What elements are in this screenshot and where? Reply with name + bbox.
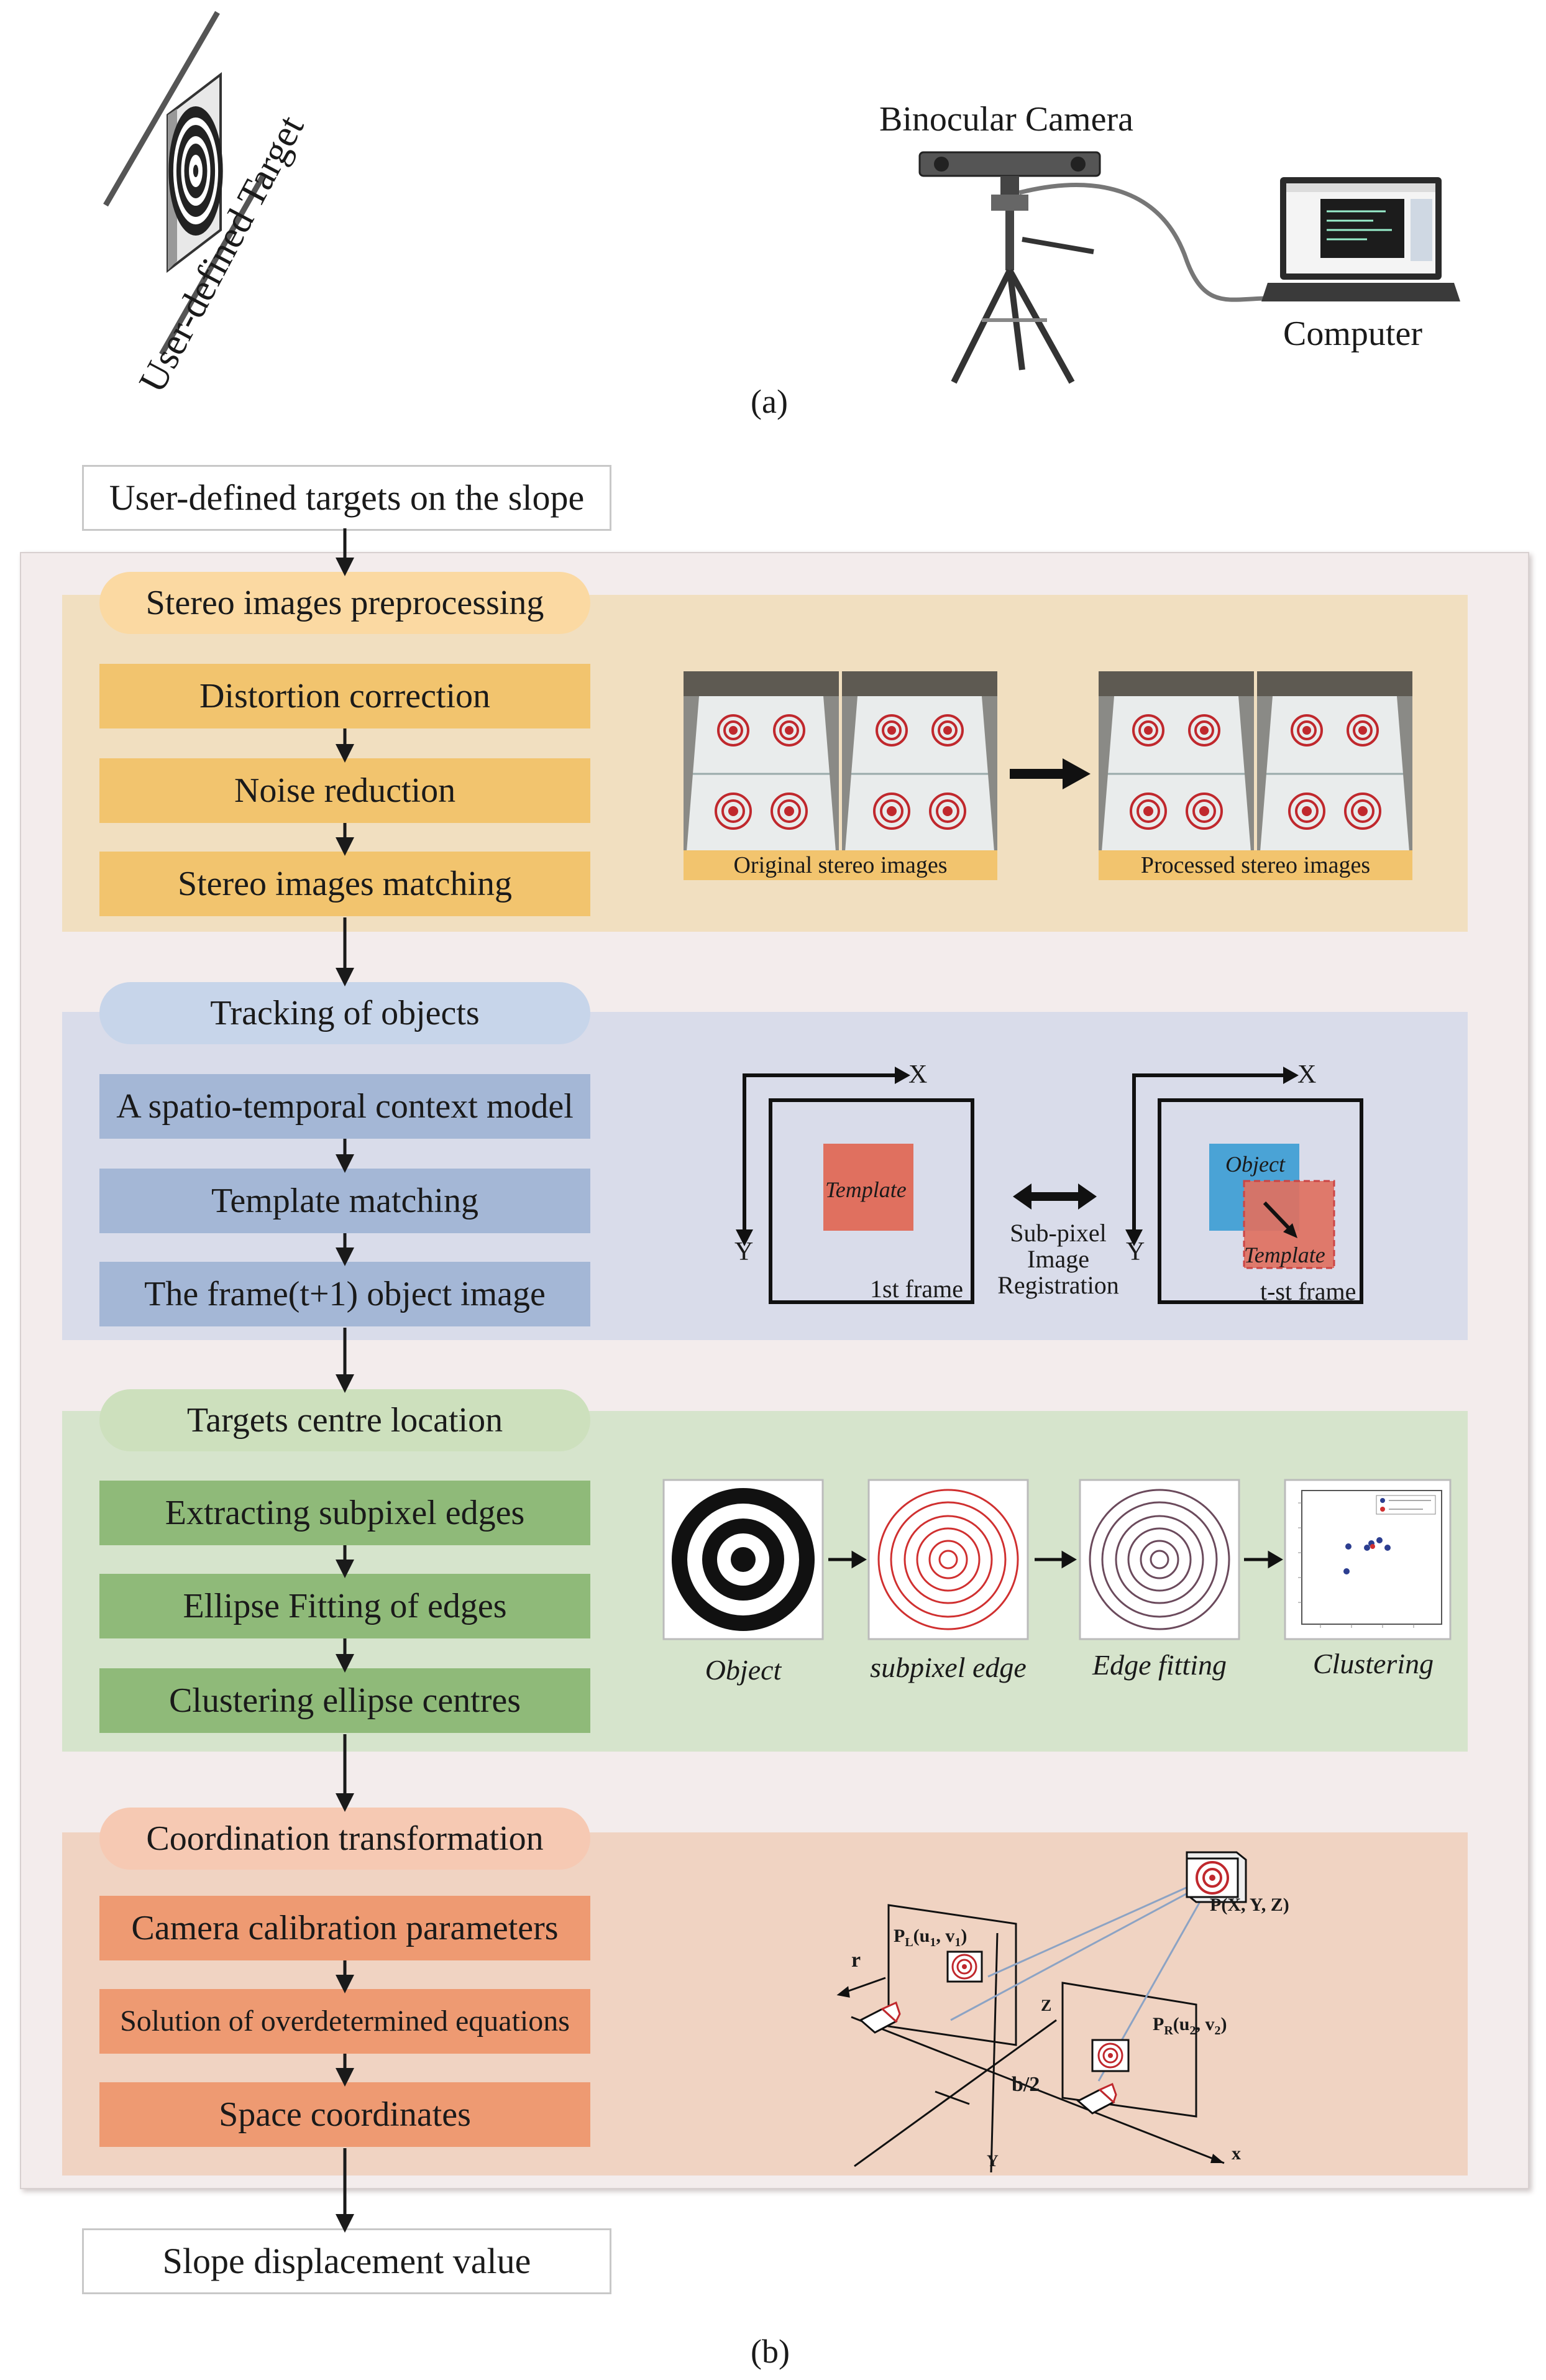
original-stereo-image-left	[684, 671, 840, 853]
point-pl-label: PL(u1, v1)	[894, 1926, 967, 1950]
pl-letter: P	[894, 1926, 905, 1946]
axis-x-label-2: X	[1297, 1060, 1317, 1089]
step-overdetermined-equations: Solution of overdetermined equations	[99, 1989, 590, 2054]
stage-header-tracking: Tracking of objects	[99, 982, 590, 1044]
process-arrow	[1010, 758, 1091, 789]
tst-frame-label: t-st frame	[1260, 1277, 1356, 1305]
pr-u-subscript: 2	[1189, 2024, 1196, 2038]
binocular-camera-icon	[918, 151, 1101, 384]
centre-location-figure	[662, 1479, 1452, 1640]
object-caption: Object	[705, 1654, 782, 1686]
axis-x-label-1: X	[908, 1060, 928, 1089]
computer-icon	[1261, 177, 1460, 301]
template-label-2: Template	[1244, 1243, 1325, 1267]
end-box: Slope displacement value	[82, 2228, 611, 2294]
coordinate-geometry-figure	[836, 1851, 1247, 2173]
point-p-label: P(X, Y, Z)	[1210, 1895, 1289, 1915]
subpixel-edge-caption: subpixel edge	[870, 1652, 1027, 1683]
step-extracting-edges: Extracting subpixel edges	[99, 1481, 590, 1545]
axis-y-label-1: Y	[734, 1238, 754, 1266]
template-label-1: Template	[825, 1177, 907, 1202]
caption-b: (b)	[751, 2333, 790, 2370]
pr-v-subscript: 2	[1214, 2024, 1221, 2038]
computer-label: Computer	[1283, 315, 1422, 353]
step-spatio-temporal-model: A spatio-temporal context model	[99, 1074, 590, 1139]
camera-label: Binocular Camera	[879, 100, 1133, 139]
step-stereo-matching: Stereo images matching	[99, 852, 590, 916]
pl-v: , v	[936, 1926, 955, 1946]
caption-a: (a)	[751, 383, 788, 420]
step-object-image: The frame(t+1) object image	[99, 1262, 590, 1326]
axis-y-label-2: Y	[1126, 1238, 1145, 1266]
original-images-label: Original stereo images	[733, 852, 948, 878]
stage-header-coordination: Coordination transformation	[99, 1808, 590, 1870]
pl-coord-open: (u	[913, 1926, 930, 1946]
pl-u-subscript: 1	[930, 1936, 936, 1949]
pr-v: , v	[1196, 2014, 1215, 2034]
processed-stereo-image-left	[1097, 671, 1255, 853]
first-frame-label: 1st frame	[870, 1275, 963, 1303]
tracking-figure	[736, 1067, 1363, 1304]
x-axis-label: x	[1232, 2143, 1241, 2164]
registration-label-3: Registration	[997, 1271, 1119, 1299]
template-square	[823, 1144, 913, 1231]
step-space-coordinates: Space coordinates	[99, 2082, 590, 2147]
user-defined-target-illustration	[103, 11, 267, 356]
point-pr-label: PR(u2, v2)	[1153, 2014, 1227, 2038]
stage-header-centre-location: Targets centre location	[99, 1389, 590, 1451]
processed-images-label: Processed stereo images	[1140, 852, 1371, 878]
pl-close: )	[961, 1926, 967, 1946]
registration-double-arrow	[1013, 1183, 1097, 1210]
processed-stereo-image-right	[1256, 671, 1414, 853]
registration-label-2: Image	[1027, 1245, 1089, 1273]
step-noise-reduction: Noise reduction	[99, 758, 590, 823]
stage-header-preprocessing: Stereo images preprocessing	[99, 572, 590, 634]
start-box: User-defined targets on the slope	[82, 465, 611, 531]
step-distortion-correction: Distortion correction	[99, 664, 590, 728]
step-template-matching: Template matching	[99, 1169, 590, 1233]
original-stereo-image-right	[841, 671, 999, 853]
object-label-tracking: Object	[1225, 1152, 1285, 1177]
pr-letter: P	[1153, 2014, 1164, 2034]
pl-subscript: L	[905, 1936, 913, 1949]
step-ellipse-fitting: Ellipse Fitting of edges	[99, 1574, 590, 1638]
edge-fitting-caption: Edge fitting	[1092, 1649, 1227, 1681]
registration-label-1: Sub-pixel	[1010, 1219, 1107, 1247]
moved-template-square	[1243, 1180, 1335, 1269]
step-camera-calibration: Camera calibration parameters	[99, 1896, 590, 1960]
stereo-images-figure	[684, 671, 1414, 880]
pr-close: )	[1220, 2014, 1227, 2034]
usb-cable	[1019, 183, 1268, 302]
b2-label: b/2	[1012, 2073, 1040, 2096]
pr-subscript: R	[1164, 2024, 1173, 2038]
pl-v-subscript: 1	[954, 1936, 961, 1949]
r-label: r	[851, 1949, 861, 1972]
clustering-caption: Clustering	[1312, 1648, 1434, 1679]
z-axis-label: Z	[1041, 1996, 1052, 2015]
y-axis-label: Y	[987, 2152, 999, 2170]
step-clustering-centres: Clustering ellipse centres	[99, 1668, 590, 1733]
pr-coord-open: (u	[1173, 2014, 1190, 2034]
